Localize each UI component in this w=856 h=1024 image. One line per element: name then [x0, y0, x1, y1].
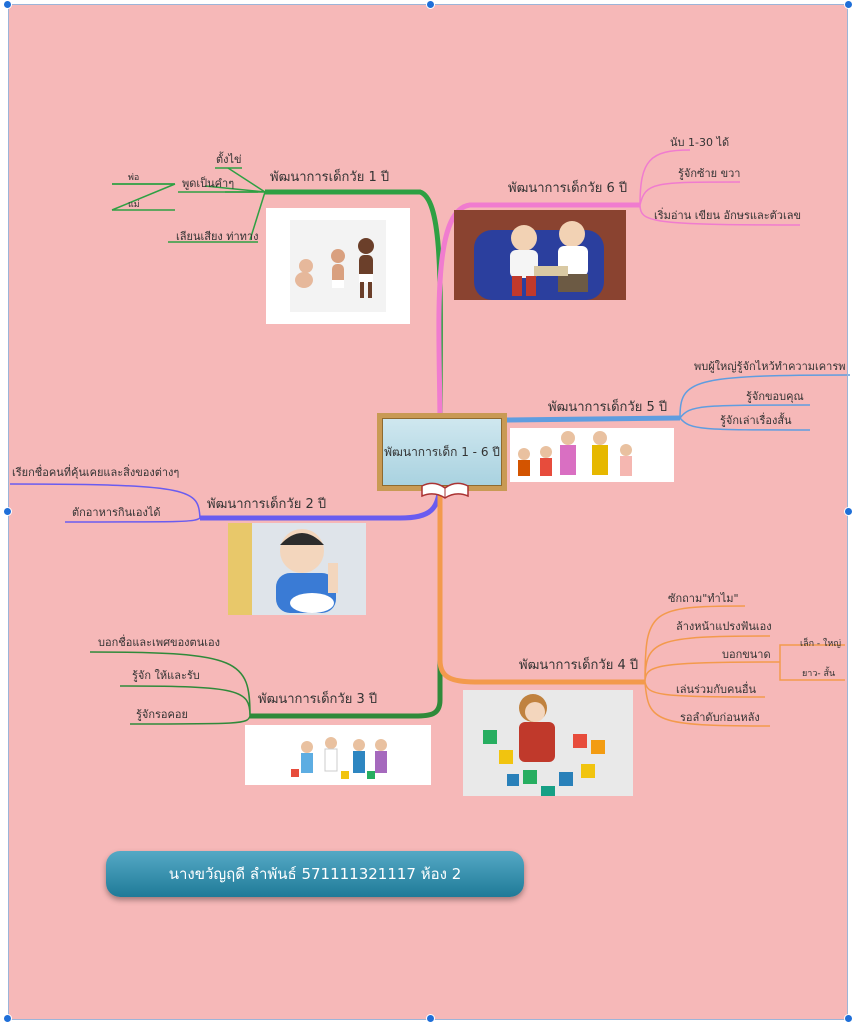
- central-topic-label: พัฒนาการเด็ก 1 - 6 ปี: [382, 418, 502, 486]
- connector-age2-items: [9, 483, 201, 523]
- photo-age6-reading: [454, 210, 626, 300]
- item-age5-3[interactable]: รู้จักเล่าเรื่องสั้น: [720, 414, 792, 427]
- item-age5-1[interactable]: พบผู้ใหญ่รู้จักไหว้ทำความเคารพ: [694, 360, 846, 373]
- item-age2-2[interactable]: ตักอาหารกินเองได้: [72, 506, 161, 519]
- photo-age5-kids: [510, 428, 674, 482]
- item-age3-2[interactable]: รู้จัก ให้และรับ: [132, 669, 200, 682]
- item-age3-3[interactable]: รู้จักรอคอย: [136, 708, 188, 721]
- branch-line-age3: [250, 495, 443, 719]
- branch-title-age1[interactable]: พัฒนาการเด็กวัย 1 ปี: [270, 170, 390, 185]
- item-age1-2[interactable]: พูดเป็นคำๆ: [182, 177, 235, 190]
- item-age5-2[interactable]: รู้จักขอบคุณ: [746, 390, 804, 403]
- item-age4-3[interactable]: บอกขนาด: [722, 648, 771, 661]
- item-age1-1[interactable]: ตั้งไข่: [216, 153, 242, 166]
- item-age2-1[interactable]: เรียกชื่อคนที่คุ้นเคยและสิ่งของต่างๆ: [12, 466, 180, 479]
- connector-age4-items: [644, 605, 845, 727]
- branch-title-age4[interactable]: พัฒนาการเด็กวัย 4 ปี: [519, 658, 639, 673]
- sub-item-age1-1[interactable]: พ่อ: [128, 173, 140, 183]
- branch-title-age2[interactable]: พัฒนาการเด็กวัย 2 ปี: [207, 497, 327, 512]
- resize-handle-right[interactable]: [844, 507, 853, 516]
- item-age3-1[interactable]: บอกชื่อและเพศของตนเอง: [98, 636, 220, 649]
- central-topic[interactable]: พัฒนาการเด็ก 1 - 6 ปี: [377, 413, 507, 491]
- sub-item-age4-2[interactable]: ยาว- สั้น: [802, 669, 836, 679]
- resize-handle-top[interactable]: [426, 0, 435, 9]
- item-age1-3[interactable]: เลียนเสียง ท่าทาง: [176, 230, 259, 243]
- item-age4-2[interactable]: ล้างหน้าแปรงฟันเอง: [676, 620, 772, 633]
- photo-age4-blocks: [463, 690, 633, 796]
- photo-age3-toys: [245, 725, 431, 785]
- item-age4-1[interactable]: ซักถาม"ทำไม": [668, 592, 739, 605]
- resize-handle-bottom-left[interactable]: [3, 1014, 12, 1023]
- connector-age6-items: [639, 149, 801, 226]
- photo-age2-eating: [228, 523, 366, 615]
- resize-handle-top-right[interactable]: [844, 0, 853, 9]
- resize-handle-bottom-right[interactable]: [844, 1014, 853, 1023]
- resize-handle-bottom[interactable]: [426, 1014, 435, 1023]
- branch-title-age3[interactable]: พัฒนาการเด็กวัย 3 ปี: [258, 692, 378, 707]
- underline-age1-items: [112, 167, 258, 243]
- connector-age5-items: [679, 374, 851, 431]
- book-icon: [420, 478, 470, 500]
- branch-line-age5: [504, 415, 681, 423]
- selection-frame: [8, 4, 848, 1020]
- item-age6-1[interactable]: นับ 1-30 ได้: [670, 136, 730, 149]
- sub-item-age4-1[interactable]: เล็ก - ใหญ่: [800, 639, 842, 649]
- branch-title-age5[interactable]: พัฒนาการเด็กวัย 5 ปี: [548, 400, 668, 415]
- photo-age1-babies: [266, 208, 410, 324]
- item-age4-5[interactable]: รอลำดับก่อนหลัง: [680, 711, 760, 724]
- connector-age3-items: [89, 651, 251, 725]
- sub-item-age1-2[interactable]: แม่: [128, 200, 140, 210]
- branch-line-age6: [436, 202, 640, 431]
- item-age6-3[interactable]: เริ่มอ่าน เขียน อักษรและตัวเลข: [654, 209, 801, 222]
- author-label[interactable]: นางขวัญฤดี ลำพันธ์ 571111321117 ห้อง 2: [106, 851, 524, 897]
- branch-title-age6[interactable]: พัฒนาการเด็กวัย 6 ปี: [508, 181, 628, 196]
- branch-line-age4: [437, 495, 645, 685]
- resize-handle-top-left[interactable]: [3, 0, 12, 9]
- item-age6-2[interactable]: รู้จักซ้าย ขวา: [678, 167, 741, 180]
- item-age4-4[interactable]: เล่นร่วมกับคนอื่น: [676, 683, 757, 696]
- resize-handle-left[interactable]: [3, 507, 12, 516]
